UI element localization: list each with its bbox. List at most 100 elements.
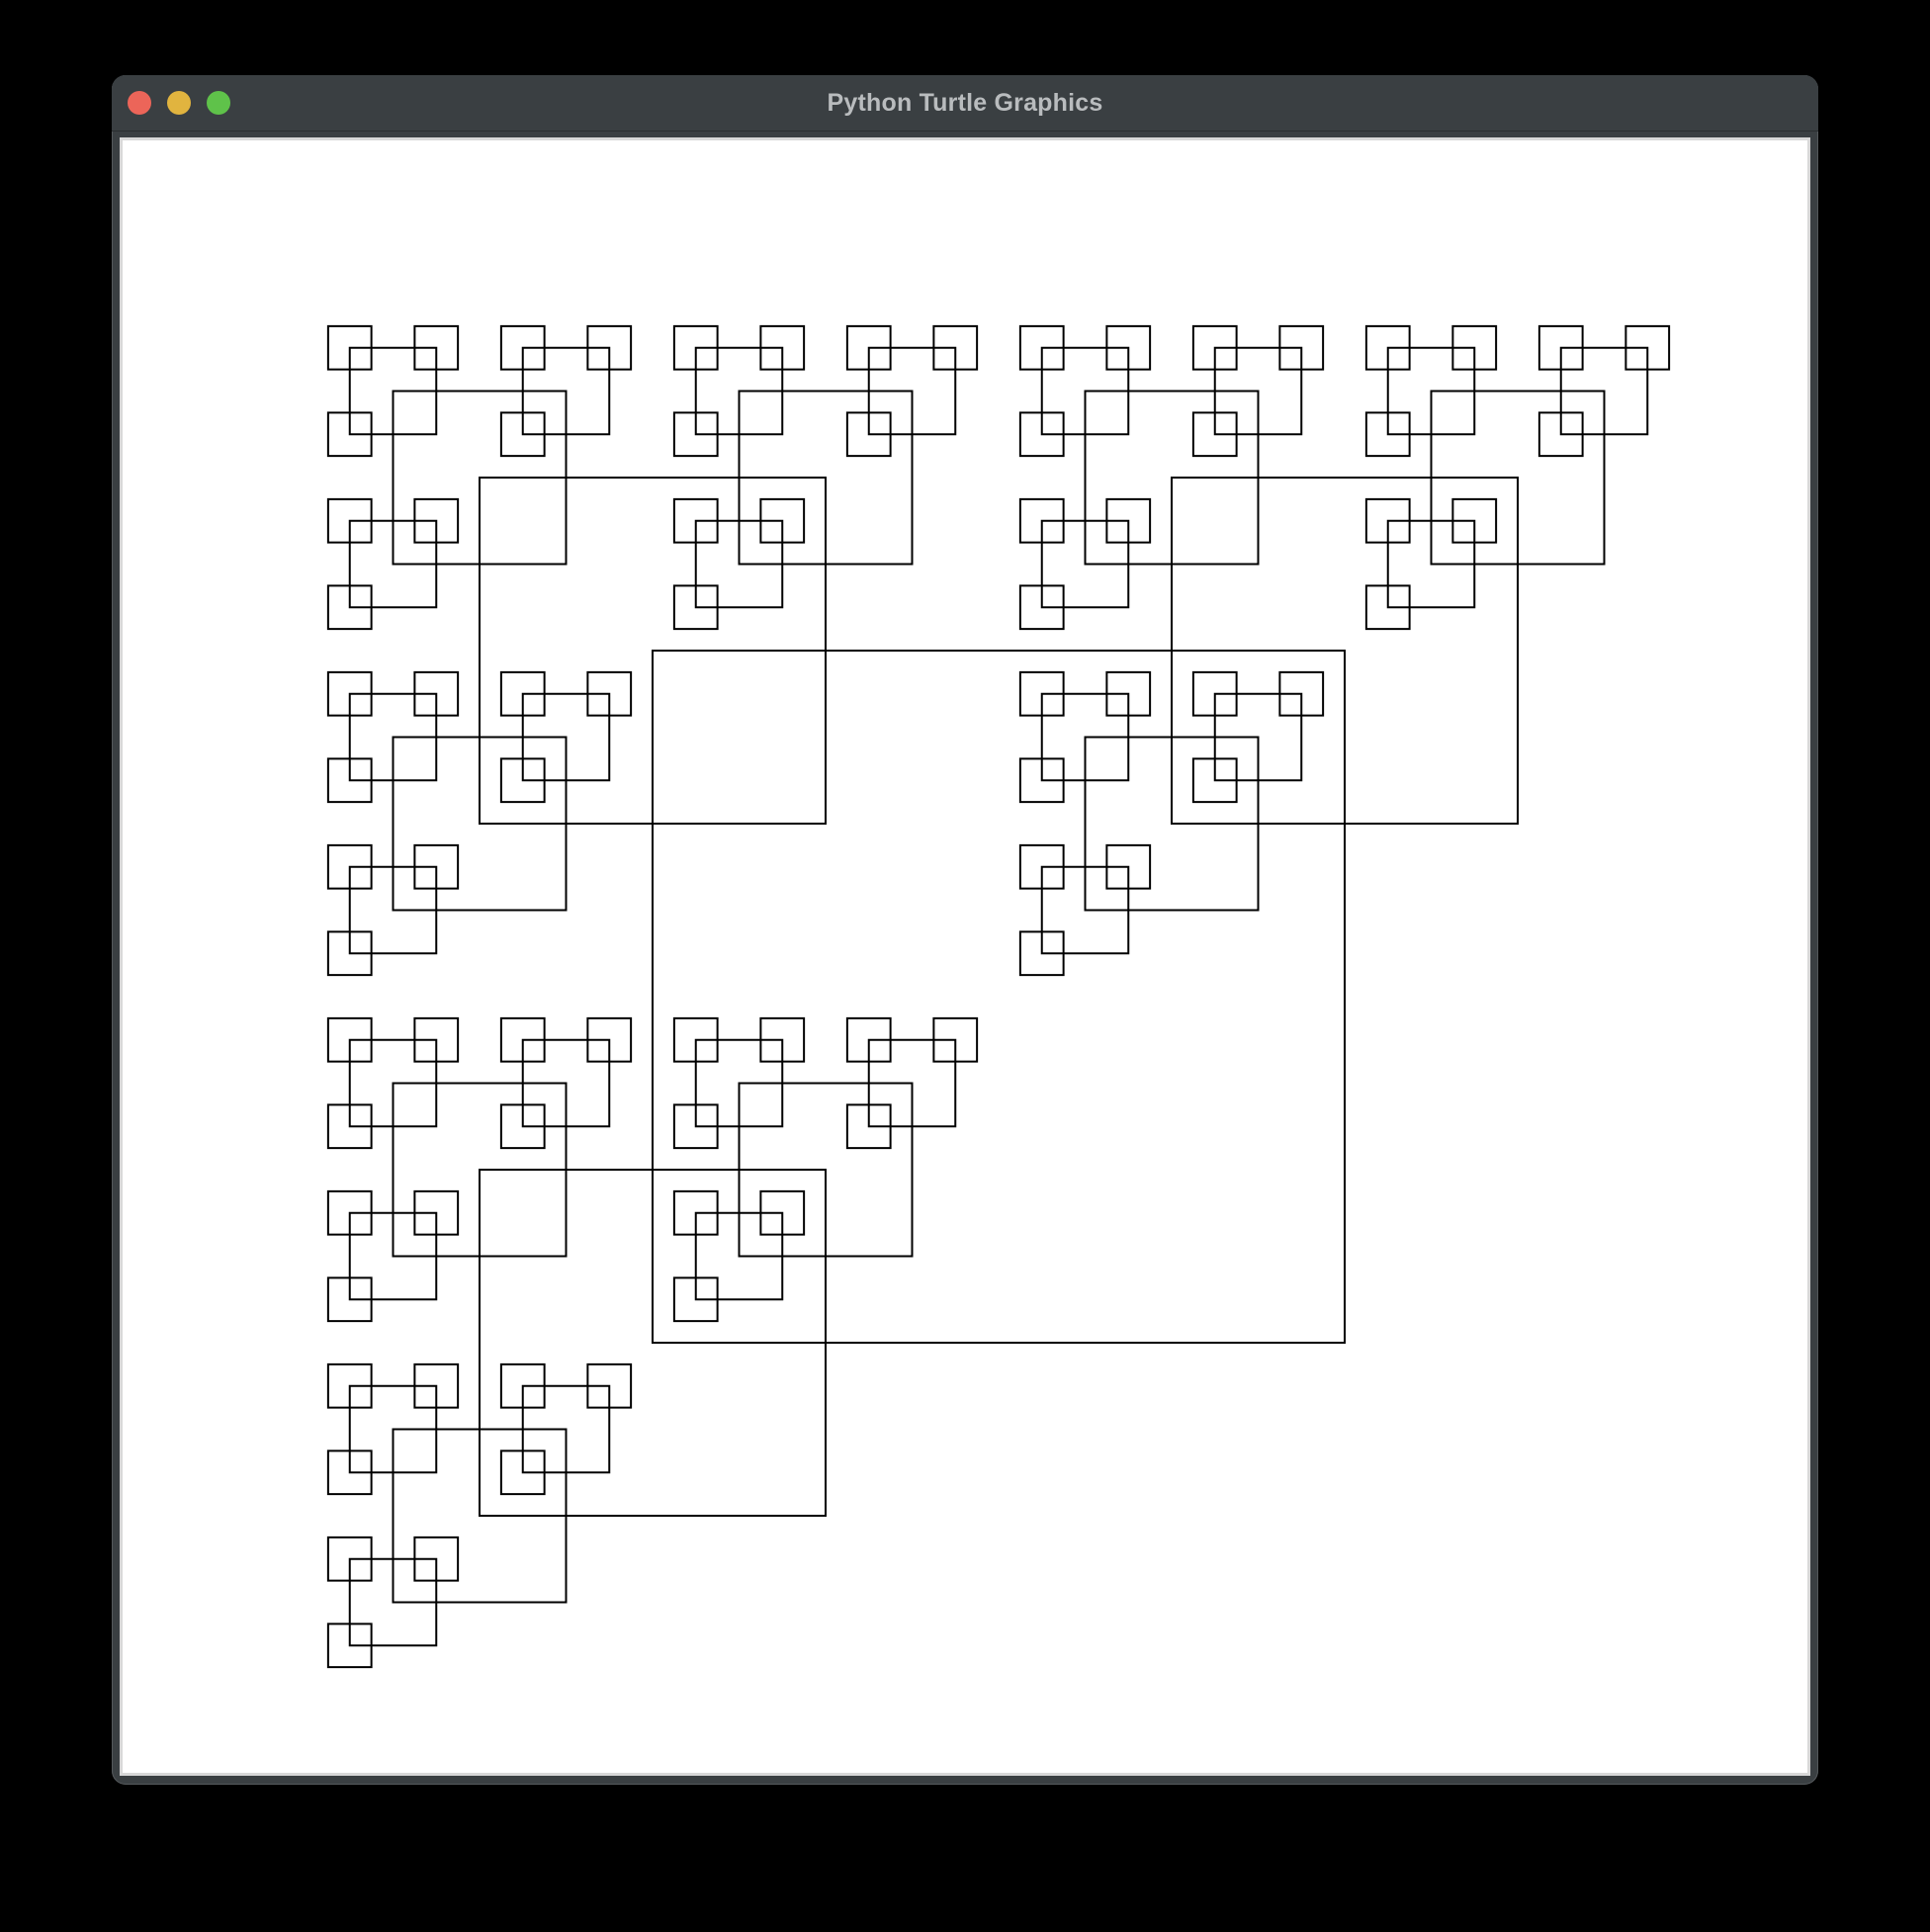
fractal-square bbox=[326, 324, 373, 371]
fractal-square bbox=[348, 865, 438, 955]
fractal-square bbox=[499, 757, 546, 804]
fractal-square bbox=[867, 1038, 957, 1128]
fractal-square bbox=[413, 1016, 460, 1063]
fractal-square bbox=[1213, 692, 1303, 782]
fractal-square bbox=[694, 346, 784, 436]
fractal-square bbox=[738, 390, 914, 566]
fractal-square bbox=[326, 1189, 373, 1236]
canvas-frame bbox=[120, 137, 1810, 1776]
fractal-square bbox=[326, 1276, 373, 1323]
fractal-square bbox=[1191, 324, 1238, 371]
fractal-square bbox=[1018, 324, 1065, 371]
fractal-square bbox=[672, 1189, 719, 1236]
title-bar[interactable]: Python Turtle Graphics bbox=[112, 75, 1818, 132]
fractal-square bbox=[348, 519, 438, 609]
fractal-square bbox=[1018, 670, 1065, 717]
fractal-square bbox=[348, 692, 438, 782]
fractal-square bbox=[521, 1038, 611, 1128]
fractal-square bbox=[413, 670, 460, 717]
fractal-square bbox=[1040, 865, 1130, 955]
turtle-canvas[interactable] bbox=[123, 140, 1807, 1773]
fractal-square bbox=[1537, 324, 1584, 371]
fractal-square bbox=[586, 324, 633, 371]
fractal-square bbox=[845, 1016, 892, 1063]
fractal-square bbox=[1040, 519, 1130, 609]
fractal-square bbox=[1451, 324, 1498, 371]
fractal-square bbox=[1018, 497, 1065, 544]
minimize-window-button[interactable] bbox=[167, 91, 191, 115]
fractal-square bbox=[738, 1082, 914, 1258]
fractal-square bbox=[845, 411, 892, 458]
fractal-square bbox=[326, 411, 373, 458]
fractal-square bbox=[672, 1276, 719, 1323]
fractal-square bbox=[326, 757, 373, 804]
fractal-square bbox=[326, 1016, 373, 1063]
maximize-window-button[interactable] bbox=[207, 91, 230, 115]
fractal-square bbox=[652, 650, 1346, 1344]
fractal-square bbox=[413, 497, 460, 544]
fractal-square bbox=[348, 346, 438, 436]
fractal-square bbox=[326, 1449, 373, 1496]
fractal-square bbox=[499, 1103, 546, 1150]
fractal-square bbox=[672, 411, 719, 458]
fractal-square bbox=[326, 670, 373, 717]
fractal-square bbox=[348, 1211, 438, 1301]
fractal-square bbox=[1191, 757, 1238, 804]
fractal-square bbox=[1386, 519, 1476, 609]
fractal-square bbox=[586, 1016, 633, 1063]
fractal-square bbox=[586, 670, 633, 717]
fractal-square bbox=[413, 1536, 460, 1582]
fractal-square bbox=[1451, 497, 1498, 544]
fractal-square bbox=[1040, 346, 1130, 436]
fractal-square bbox=[694, 1038, 784, 1128]
fractal-drawing bbox=[326, 324, 1671, 1669]
fractal-square bbox=[326, 1362, 373, 1409]
fractal-square bbox=[1084, 390, 1260, 566]
close-window-button[interactable] bbox=[128, 91, 151, 115]
fractal-square bbox=[586, 1362, 633, 1409]
fractal-square bbox=[1191, 670, 1238, 717]
fractal-square bbox=[348, 1384, 438, 1474]
fractal-square bbox=[1278, 324, 1325, 371]
fractal-square bbox=[694, 1211, 784, 1301]
fractal-square bbox=[672, 324, 719, 371]
fractal-square bbox=[392, 736, 568, 912]
fractal-square bbox=[348, 1038, 438, 1128]
fractal-square bbox=[499, 670, 546, 717]
fractal-square bbox=[326, 1536, 373, 1582]
window-title: Python Turtle Graphics bbox=[827, 89, 1103, 117]
fractal-square bbox=[1105, 843, 1152, 890]
fractal-square bbox=[1364, 411, 1411, 458]
fractal-square bbox=[845, 324, 892, 371]
fractal-square bbox=[845, 1103, 892, 1150]
fractal-square bbox=[392, 390, 568, 566]
fractal-square bbox=[1364, 324, 1411, 371]
fractal-square bbox=[1364, 584, 1411, 631]
fractal-square bbox=[521, 692, 611, 782]
fractal-square bbox=[1364, 497, 1411, 544]
fractal-square bbox=[759, 497, 806, 544]
fractal-square bbox=[672, 497, 719, 544]
fractal-square bbox=[1018, 843, 1065, 890]
fractal-square bbox=[1018, 411, 1065, 458]
fractal-square bbox=[499, 1362, 546, 1409]
fractal-square bbox=[479, 477, 827, 825]
fractal-square bbox=[521, 1384, 611, 1474]
fractal-square bbox=[867, 346, 957, 436]
fractal-square bbox=[1105, 324, 1152, 371]
fractal-square bbox=[1191, 411, 1238, 458]
fractal-square bbox=[672, 1016, 719, 1063]
fractal-square bbox=[326, 497, 373, 544]
fractal-square bbox=[759, 1016, 806, 1063]
fractal-square bbox=[499, 1449, 546, 1496]
fractal-square bbox=[326, 843, 373, 890]
fractal-square bbox=[1278, 670, 1325, 717]
fractal-square bbox=[932, 324, 979, 371]
fractal-square bbox=[521, 346, 611, 436]
fractal-square bbox=[1213, 346, 1303, 436]
fractal-square bbox=[1105, 497, 1152, 544]
fractal-square bbox=[326, 1103, 373, 1150]
fractal-square bbox=[326, 930, 373, 977]
fractal-square bbox=[1171, 477, 1519, 825]
fractal-square bbox=[348, 1557, 438, 1647]
